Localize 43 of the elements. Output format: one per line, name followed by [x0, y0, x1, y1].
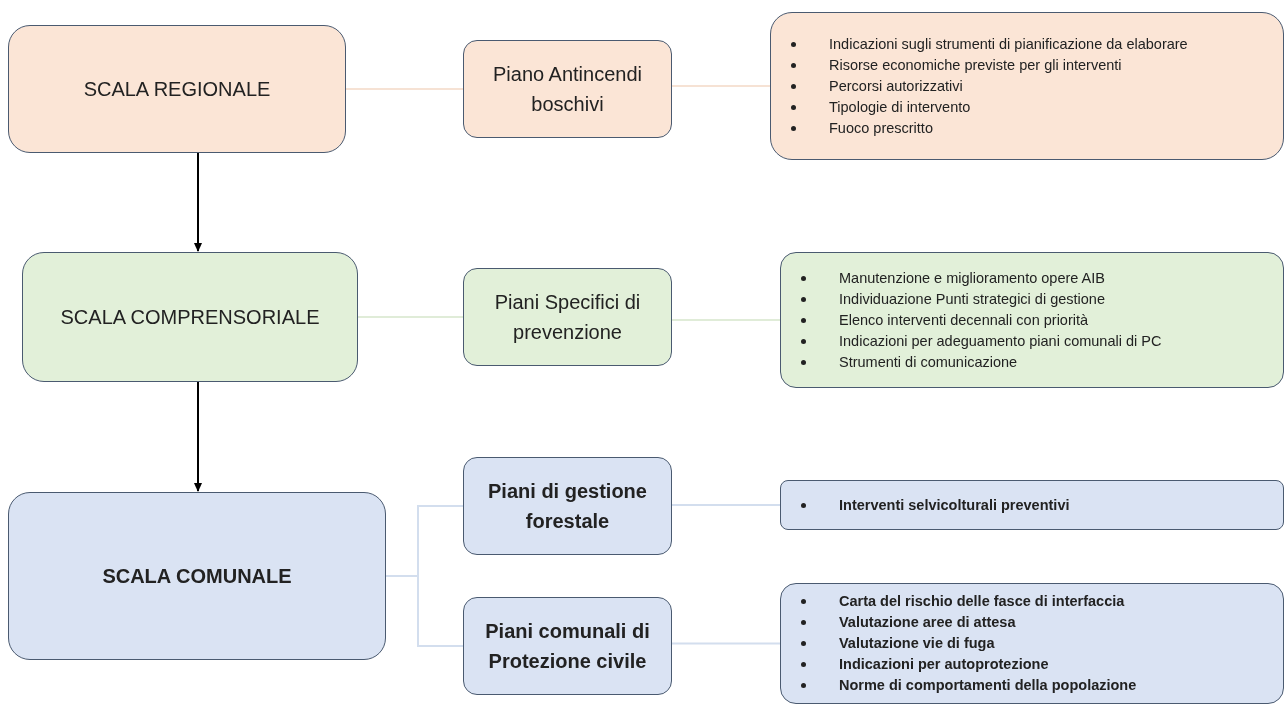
- bullet-item: Risorse economiche previste per gli interventi: [829, 55, 1122, 75]
- bullet-list-box: [780, 480, 1284, 530]
- connector-line: [385, 575, 464, 647]
- connector-line: [671, 85, 771, 87]
- box-label: Piani di gestione forestale: [487, 479, 648, 534]
- arrow: [194, 381, 202, 492]
- arrow: [194, 152, 202, 252]
- box-label: Piano Antincendi boschivi: [492, 62, 643, 117]
- level-box: [8, 492, 386, 660]
- plan-box: [463, 40, 672, 138]
- bullet-item: Norme di comportamenti della popolazione: [839, 676, 1137, 695]
- box-label: Piani comunali di Protezione civile: [484, 619, 651, 674]
- bullet-list-box: [780, 583, 1284, 704]
- connector-line: [345, 88, 464, 90]
- plan-box: [463, 597, 672, 695]
- bullet-item: Elenco interventi decennali con priorità: [839, 310, 1089, 330]
- box-label: SCALA REGIONALE: [82, 77, 272, 102]
- plan-box: [463, 268, 672, 366]
- bullet-list-box: [780, 252, 1284, 388]
- bullet-item: Percorsi autorizzativi: [829, 76, 963, 96]
- connector-line: [671, 642, 781, 645]
- box-label: SCALA COMPRENSORIALE: [59, 305, 321, 330]
- bullet-item: Indicazioni sugli strumenti di pianificazione da elaborare: [829, 34, 1188, 54]
- bullet-item: Individuazione Punti strategici di gestione: [839, 289, 1105, 309]
- box-label: SCALA COMUNALE: [101, 564, 293, 589]
- bullet-item: Fuoco prescritto: [829, 118, 933, 138]
- bullet-item: Valutazione aree di attesa: [839, 613, 1016, 632]
- bullet-item: Indicazioni per autoprotezione: [839, 655, 1049, 674]
- bullet-list-box: [770, 12, 1284, 160]
- bullet-item: Carta del rischio delle fasce di interfaccia: [839, 592, 1125, 611]
- level-box: [8, 25, 346, 153]
- connector-line: [357, 316, 464, 318]
- connector-line: [671, 504, 781, 506]
- bullet-item: Strumenti di comunicazione: [839, 352, 1018, 372]
- bullet-item: Manutenzione e miglioramento opere AIB: [839, 268, 1105, 288]
- plan-box: [463, 457, 672, 555]
- bullet-item: Tipologie di intervento: [829, 97, 971, 117]
- box-label: Piani Specifici di prevenzione: [493, 290, 642, 345]
- bullet-item: Interventi selvicolturali preventivi: [839, 495, 1070, 515]
- bullet-item: Valutazione vie di fuga: [839, 634, 995, 653]
- bullet-item: Indicazioni per adeguamento piani comunali di PC: [839, 331, 1162, 351]
- connector-line: [671, 319, 781, 321]
- level-box: [22, 252, 358, 382]
